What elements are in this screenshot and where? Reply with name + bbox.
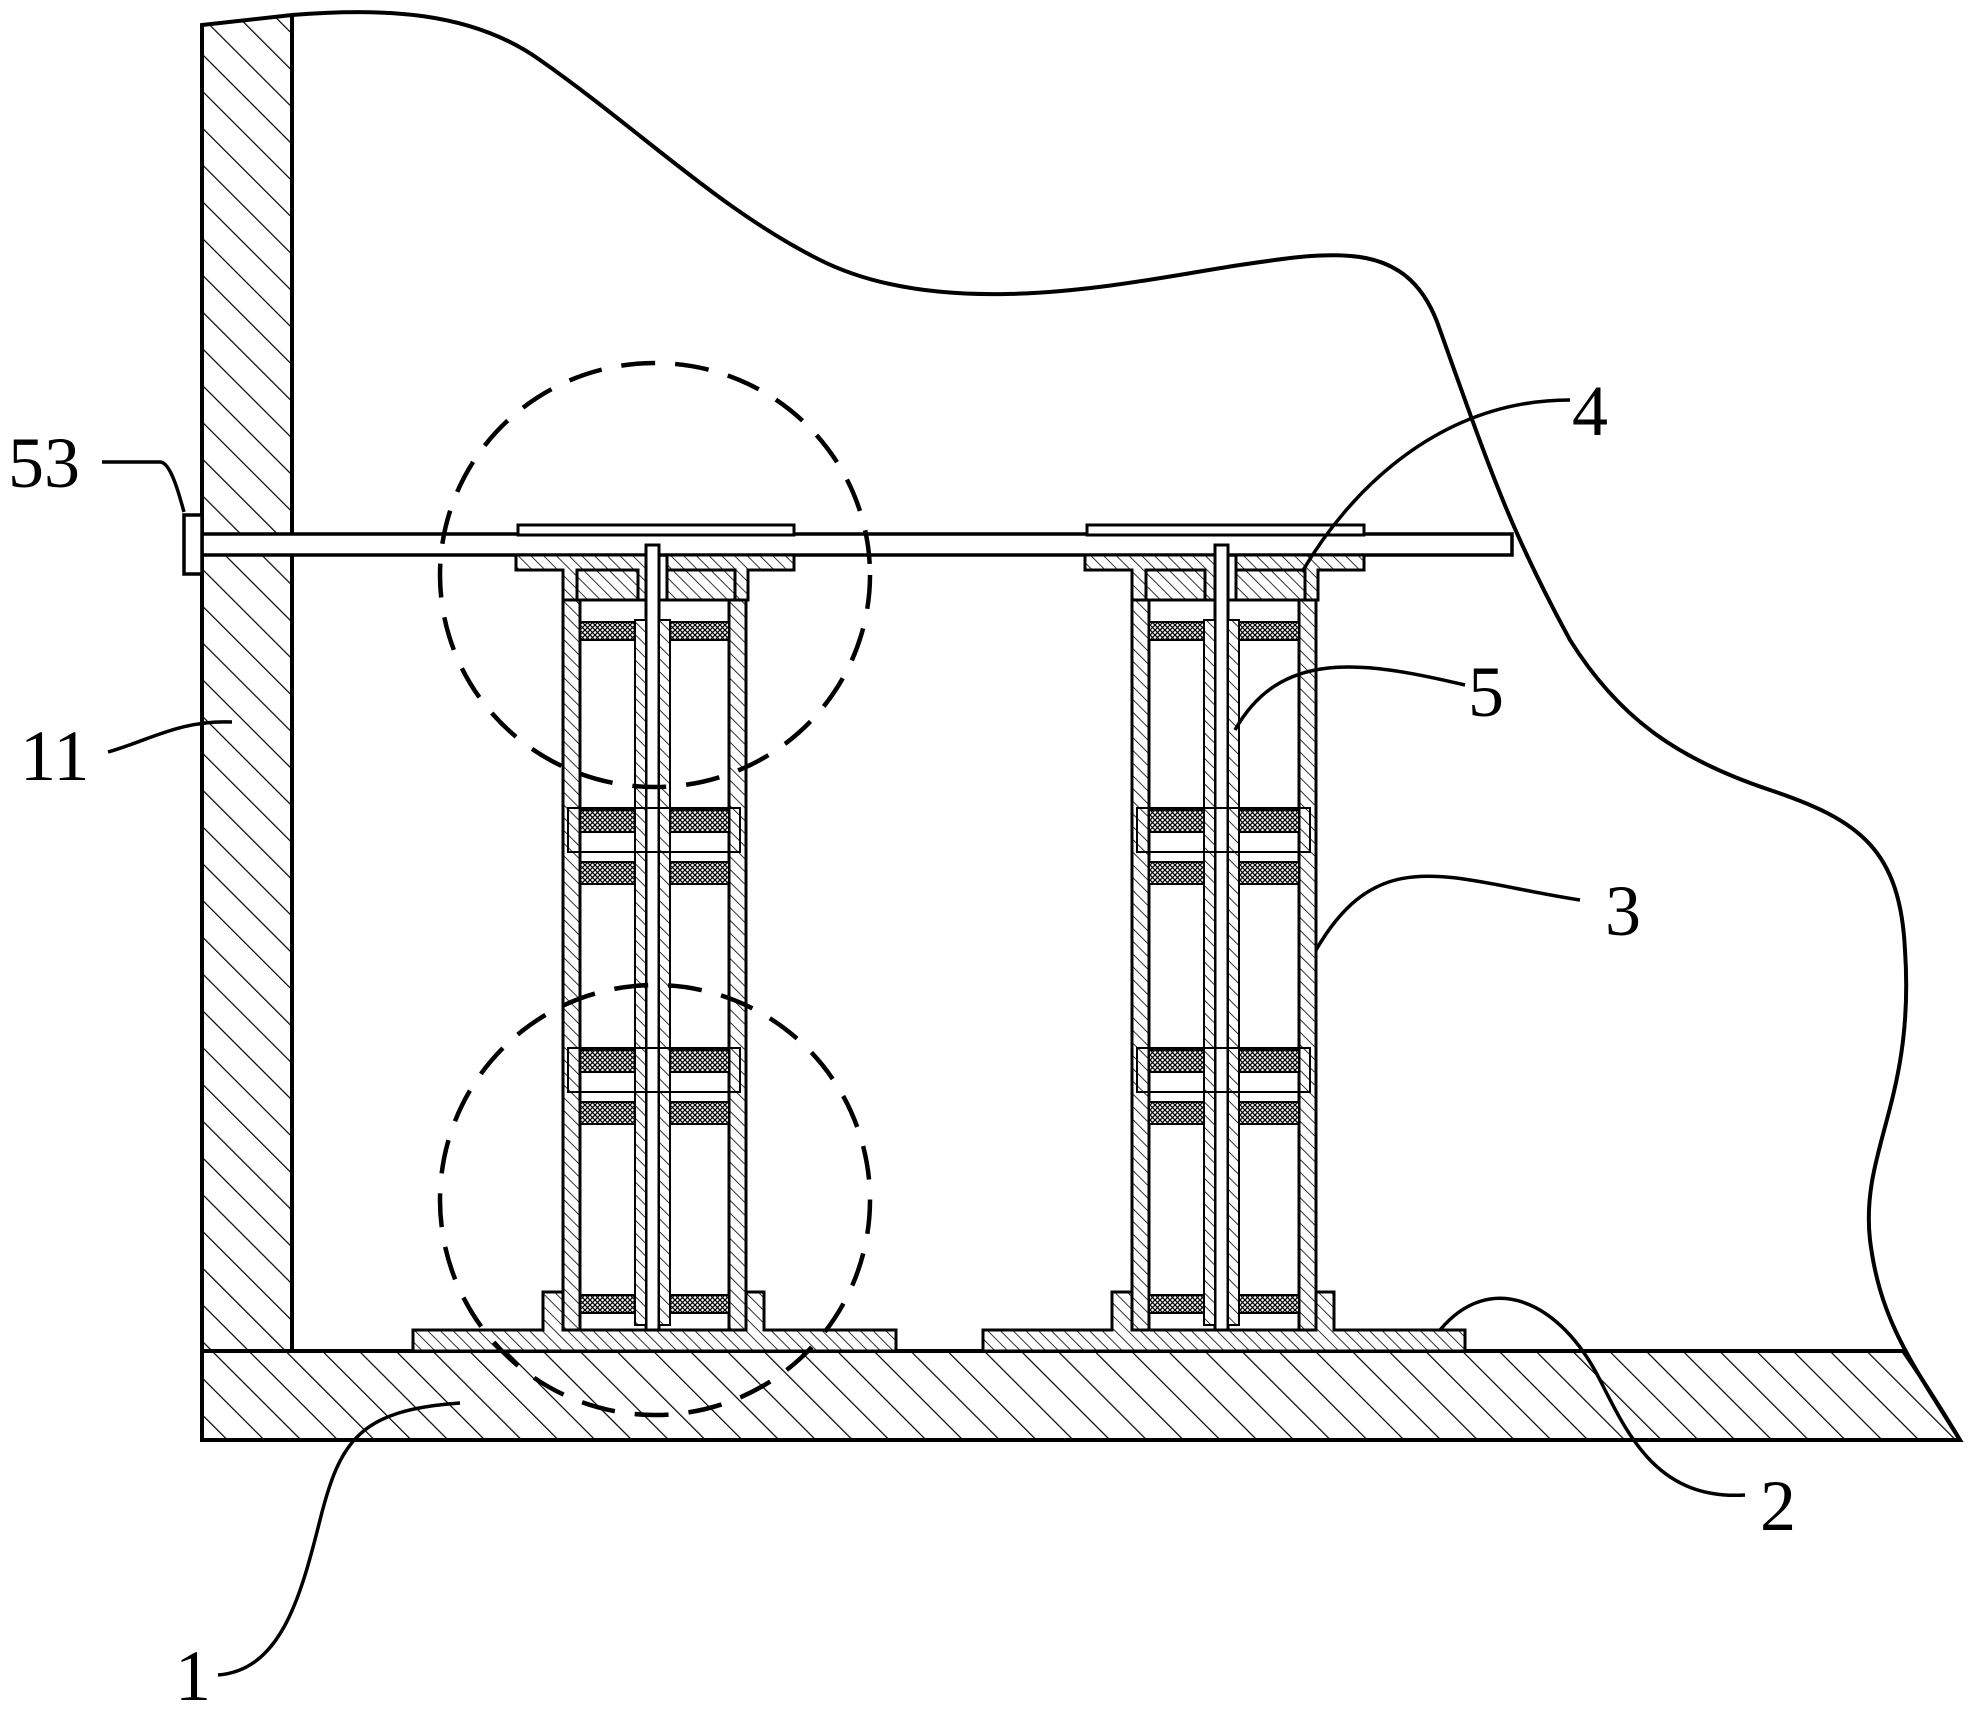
label-fastener: 53 <box>8 423 80 503</box>
leader-lines <box>102 398 1746 1677</box>
label-wall: 11 <box>20 716 89 796</box>
label-rod: 5 <box>1468 652 1504 732</box>
label-column: 3 <box>1605 871 1641 951</box>
label-plate: 2 <box>1760 1466 1796 1546</box>
column-assembly-left <box>411 523 898 1353</box>
base-slab <box>200 1349 1964 1442</box>
detail-circle-upper <box>437 360 873 790</box>
label-base: 1 <box>175 1636 211 1711</box>
label-cap: 4 <box>1572 371 1608 451</box>
break-line <box>291 10 1962 1442</box>
horizontal-tie-rod <box>182 513 1514 576</box>
column-assembly-right <box>981 523 1467 1353</box>
detail-circle-lower <box>437 982 873 1418</box>
wall-section <box>200 12 294 1353</box>
